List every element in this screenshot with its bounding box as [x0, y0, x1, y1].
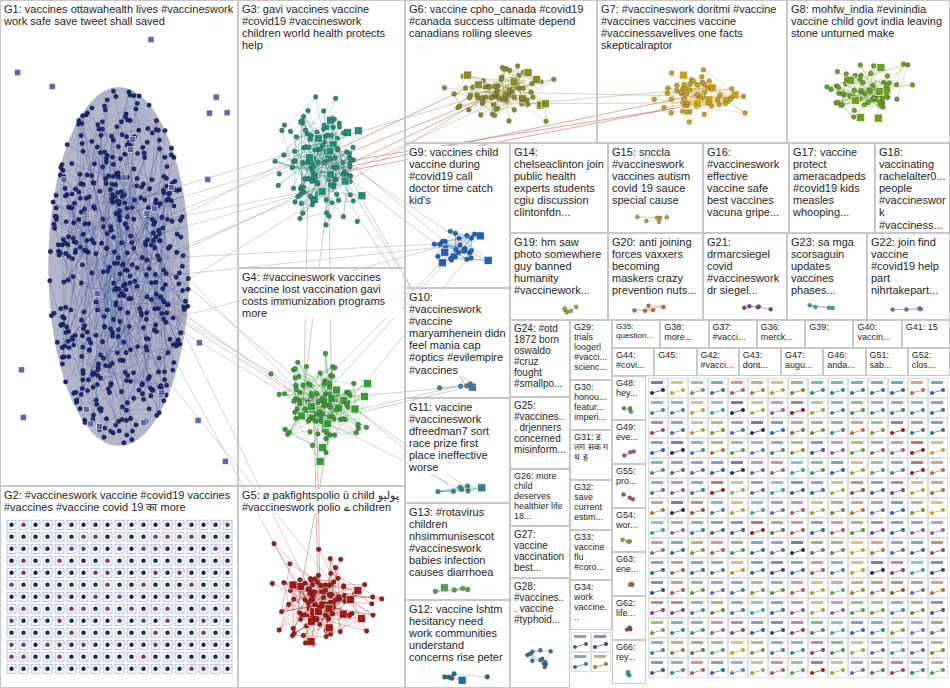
- graph-canvas: G1: vaccines ottawahealth lives #vaccine…: [0, 0, 950, 688]
